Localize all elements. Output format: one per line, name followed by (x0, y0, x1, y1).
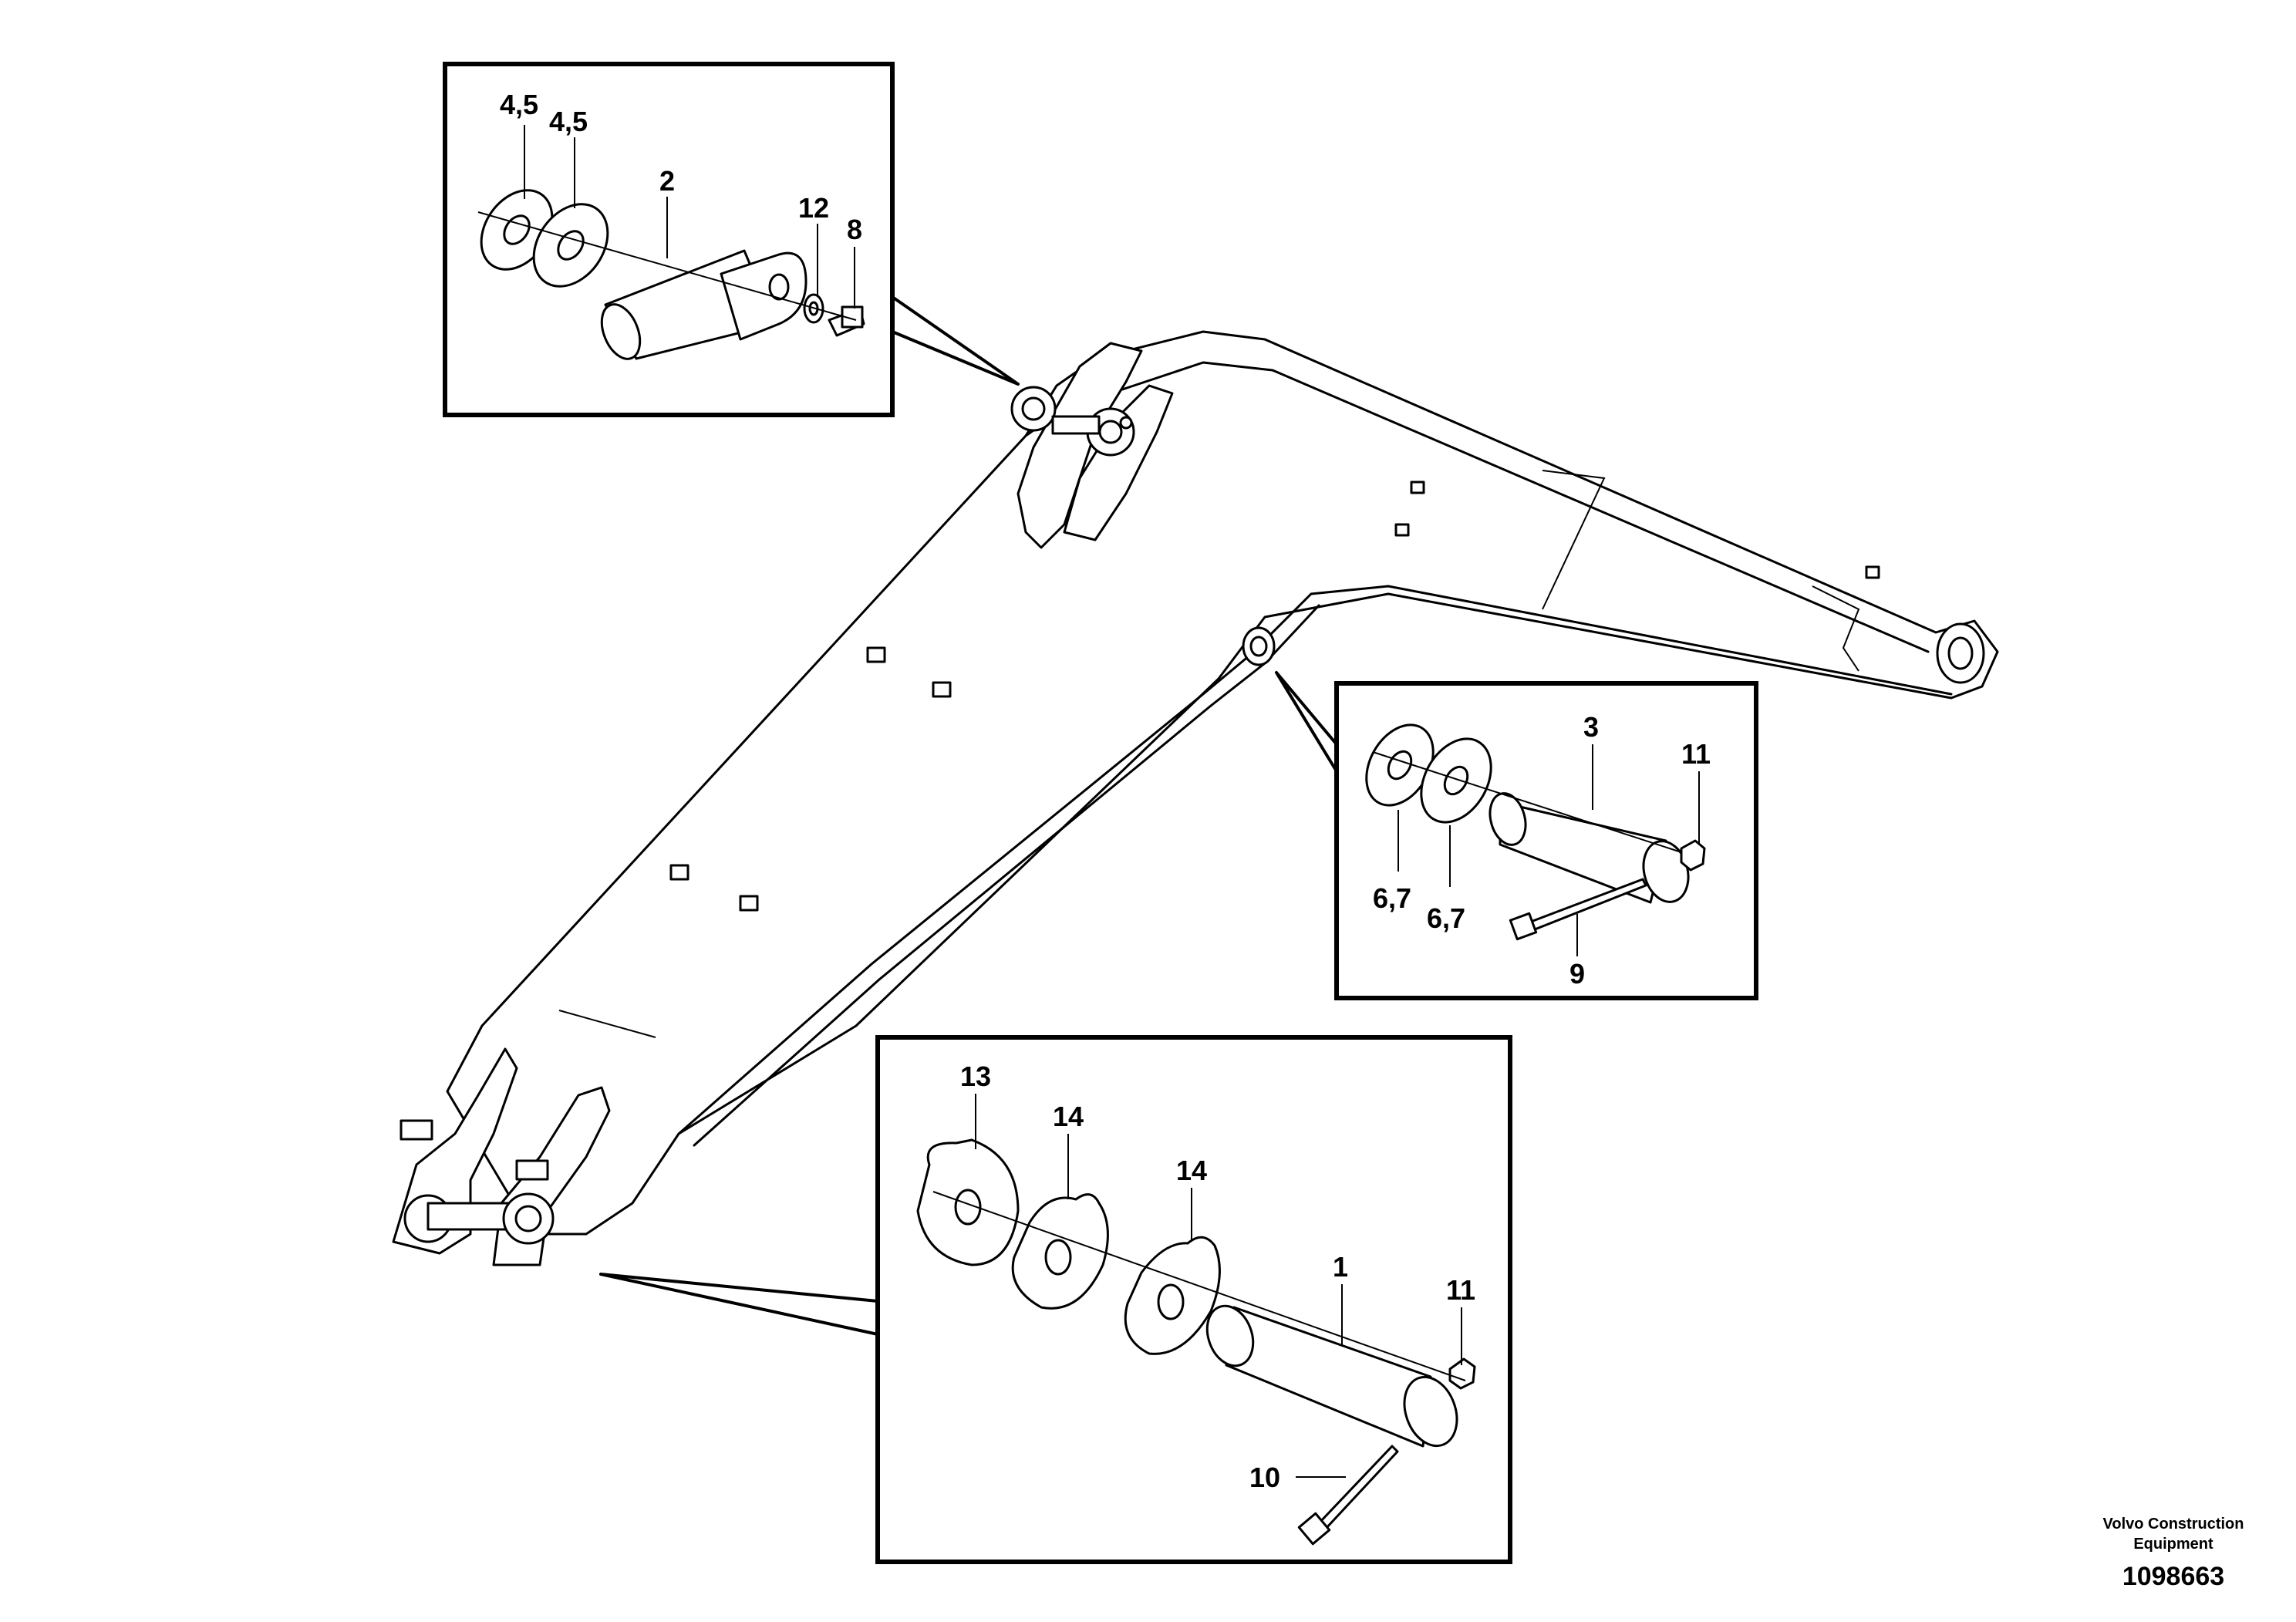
label-4-5-a: 4,5 (500, 89, 538, 120)
detail-box-right: 3 11 6,7 6,7 9 (1334, 681, 1758, 1000)
label-4-5-b: 4,5 (549, 106, 588, 137)
label-11-bottom: 11 (1446, 1274, 1475, 1306)
label-9: 9 (1569, 958, 1585, 990)
detail-box-top: 4,5 4,5 2 12 8 (443, 62, 895, 417)
label-12: 12 (798, 192, 829, 224)
document-number: 1098663 (2122, 1562, 2224, 1591)
footer: Volvo Construction Equipment 1098663 (2103, 1516, 2244, 1591)
label-11-right: 11 (1681, 738, 1711, 770)
label-14-b: 14 (1176, 1155, 1207, 1186)
label-8: 8 (847, 214, 862, 245)
callout-pointers (599, 295, 1338, 1336)
label-14-a: 14 (1053, 1101, 1084, 1132)
label-2: 2 (659, 165, 675, 197)
label-1: 1 (1333, 1251, 1348, 1283)
company-name-line2: Equipment (2133, 1536, 2213, 1553)
label-6-7-a: 6,7 (1373, 882, 1411, 914)
label-3: 3 (1583, 711, 1599, 743)
boom-drawing (392, 330, 1999, 1266)
company-name-line1: Volvo Construction (2103, 1516, 2244, 1533)
detail-box-bottom: 13 14 14 1 11 10 (875, 1035, 1512, 1564)
label-10: 10 (1249, 1462, 1280, 1493)
label-6-7-b: 6,7 (1427, 902, 1465, 934)
label-13: 13 (960, 1061, 991, 1092)
